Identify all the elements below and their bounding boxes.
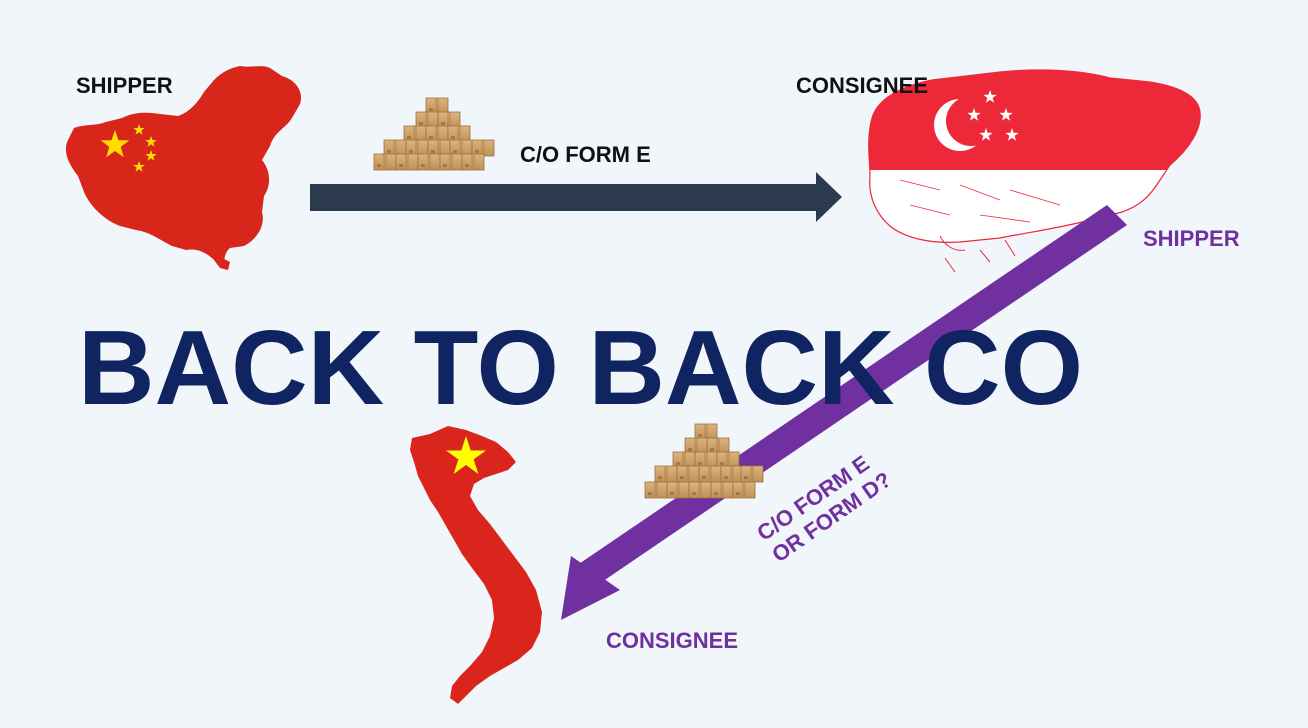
vietnam-consignee-label: CONSIGNEE	[606, 628, 738, 653]
singapore-consignee-label: CONSIGNEE	[796, 73, 928, 98]
china-small-star-icon	[133, 124, 145, 135]
vietnam-map-icon	[410, 426, 542, 704]
vietnam-star-icon	[446, 436, 486, 474]
china-big-star-icon	[100, 130, 130, 158]
china-small-star-icon	[133, 161, 145, 172]
singapore-shipper-label: SHIPPER	[1143, 226, 1240, 251]
singapore-star-icon	[1005, 128, 1019, 141]
cardboard-boxes-icon	[373, 97, 495, 171]
singapore-star-icon	[983, 90, 997, 103]
page-title: BACK TO BACK CO	[78, 309, 1083, 427]
co-form-e-label: C/O FORM E	[520, 142, 651, 167]
singapore-star-icon	[979, 128, 993, 141]
shipment-arrow-china-to-singapore	[310, 172, 842, 222]
singapore-star-icon	[999, 108, 1013, 121]
china-shipper-label: SHIPPER	[76, 73, 173, 98]
singapore-star-icon	[967, 108, 981, 121]
china-map-icon	[65, 66, 302, 270]
china-small-star-icon	[145, 136, 157, 147]
china-small-star-icon	[145, 150, 157, 161]
